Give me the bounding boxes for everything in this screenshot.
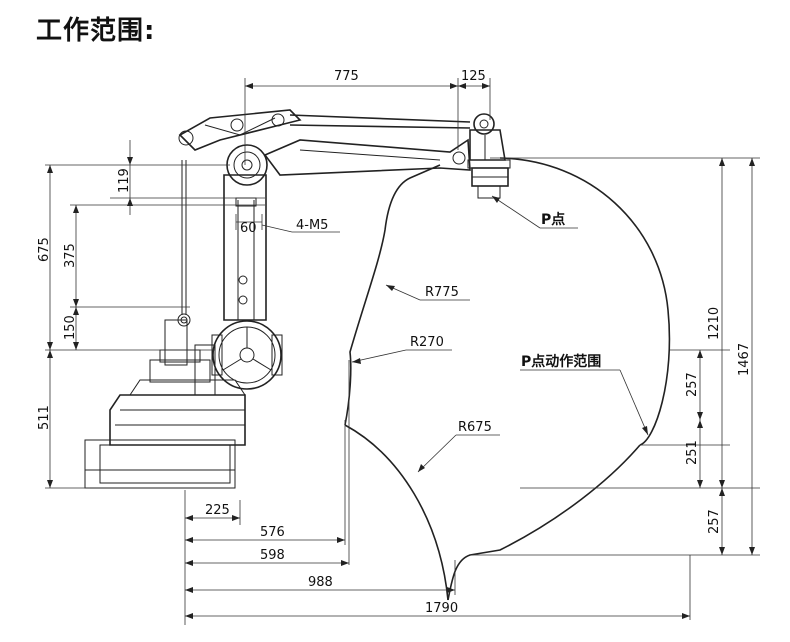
robot-base <box>84 313 246 489</box>
dim-988: 988 <box>308 575 333 590</box>
dim-576: 576 <box>260 525 285 540</box>
dim-775: 775 <box>334 69 359 84</box>
radius-270-label: R270 <box>410 335 444 350</box>
work-range-label: P点动作范围 <box>521 353 601 370</box>
dim-60: 60 <box>240 221 257 236</box>
dim-675: 675 <box>37 237 52 262</box>
dim-125: 125 <box>461 69 486 84</box>
dimensions-right <box>470 157 760 556</box>
dim-150: 150 <box>63 315 78 340</box>
dimensions-left <box>45 140 265 489</box>
page-title: 工作范围: <box>36 16 156 46</box>
dim-511: 511 <box>37 405 52 430</box>
work-range-envelope <box>344 157 671 601</box>
dim-257-upper: 257 <box>685 372 700 397</box>
dim-225: 225 <box>205 503 230 518</box>
dim-119: 119 <box>117 168 132 193</box>
dimensions-top <box>244 78 491 165</box>
callout-leaders <box>235 195 649 473</box>
robot-wrist <box>452 113 511 199</box>
dim-1210: 1210 <box>707 307 722 340</box>
radius-775-label: R775 <box>425 285 459 300</box>
dim-1790: 1790 <box>425 601 458 616</box>
dim-251: 251 <box>685 440 700 465</box>
dim-598: 598 <box>260 548 285 563</box>
dim-1467: 1467 <box>737 343 752 376</box>
robot-upper-arm <box>178 109 471 176</box>
radius-675-label: R675 <box>458 420 492 435</box>
dim-257-lower: 257 <box>707 509 722 534</box>
mount-holes-label: 4-M5 <box>296 218 328 233</box>
dimensions-bottom <box>184 360 691 625</box>
dim-375: 375 <box>63 243 78 268</box>
robot-lower-arm <box>181 144 283 390</box>
p-point-label: P点 <box>541 211 565 228</box>
